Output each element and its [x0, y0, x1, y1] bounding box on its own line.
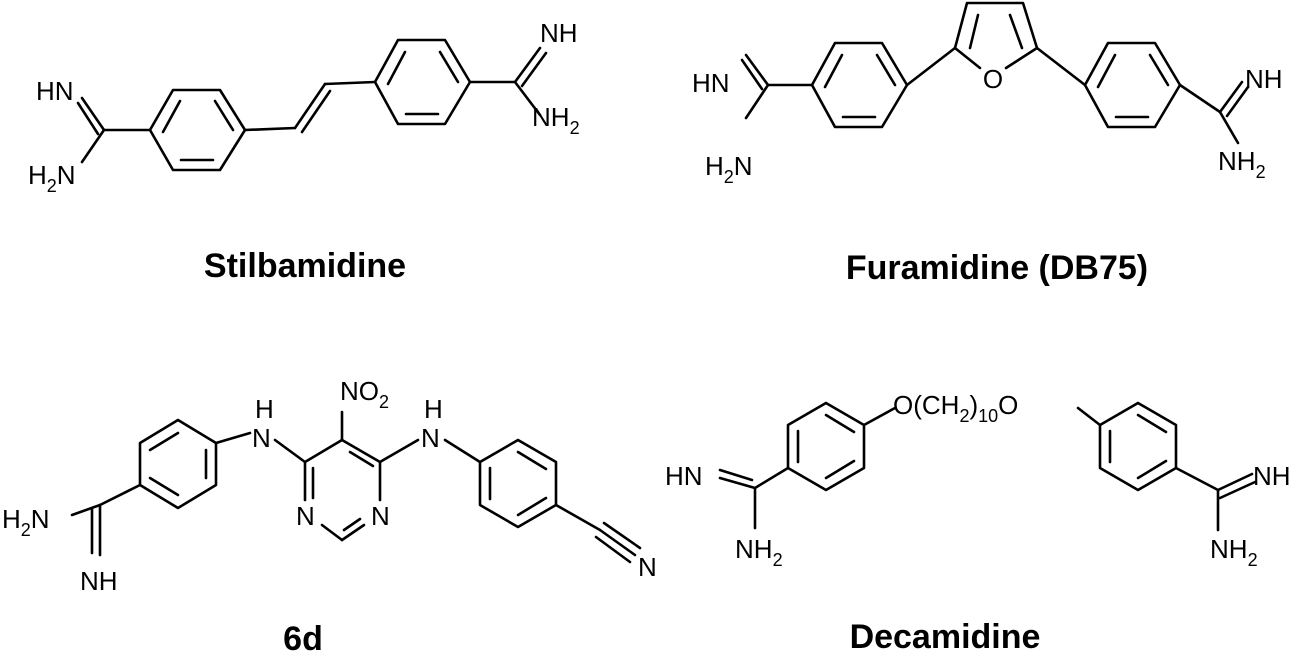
furamidine-imine-right-label: NH: [1245, 64, 1283, 94]
decamidine-name: Decamidine: [850, 618, 1041, 656]
6d-linker-n-right-label: N: [421, 423, 440, 453]
compound-6d-structure: H2N NH H N NO2 H N N N N 6d: [2, 376, 657, 658]
6d-ring-n-left-label: N: [296, 501, 315, 531]
stilbamidine-imine-right-label: NH: [540, 18, 578, 48]
stilbamidine-imine-left-label: HN: [36, 76, 74, 106]
decamidine-linker-label: O(CH2)10O: [893, 390, 1018, 426]
furamidine-amine-right-label: NH2: [1218, 146, 1266, 182]
decamidine-amine-left-label: NH2: [735, 534, 783, 570]
decamidine-structure: HN NH2 O(CH2)10O NH NH2 Decamidine: [665, 390, 1291, 656]
6d-nitrile-n-label: N: [638, 552, 657, 582]
stilbamidine-name: Stilbamidine: [204, 247, 406, 285]
stilbamidine-amine-left-label: H2N: [28, 160, 76, 196]
6d-imine-left-label: NH: [80, 566, 118, 596]
decamidine-imine-left-label: HN: [665, 461, 703, 491]
stilbamidine-amine-right-label: NH2: [532, 102, 580, 138]
furamidine-structure: HN H2N O NH NH2 Furamidine (DB75): [692, 1, 1283, 287]
decamidine-amine-right-label: NH2: [1210, 534, 1258, 570]
stilbamidine-structure: HN H2N NH NH2 Stilbamidine: [28, 18, 580, 285]
furamidine-name: Furamidine (DB75): [846, 249, 1148, 287]
furamidine-imine-left-label: HN: [692, 68, 730, 98]
furamidine-amine-left-label: H2N: [705, 151, 753, 187]
6d-name: 6d: [283, 620, 323, 658]
6d-linker-n-left-label: N: [252, 423, 271, 453]
6d-linker-h-right-label: H: [424, 394, 443, 424]
6d-ring-n-right-label: N: [371, 501, 390, 531]
6d-amine-left-label: H2N: [2, 504, 50, 540]
6d-nitro-label: NO2: [340, 376, 389, 412]
furamidine-oxygen-label: O: [983, 64, 1003, 94]
6d-linker-h-left-label: H: [255, 394, 274, 424]
decamidine-imine-right-label: NH: [1253, 461, 1291, 491]
